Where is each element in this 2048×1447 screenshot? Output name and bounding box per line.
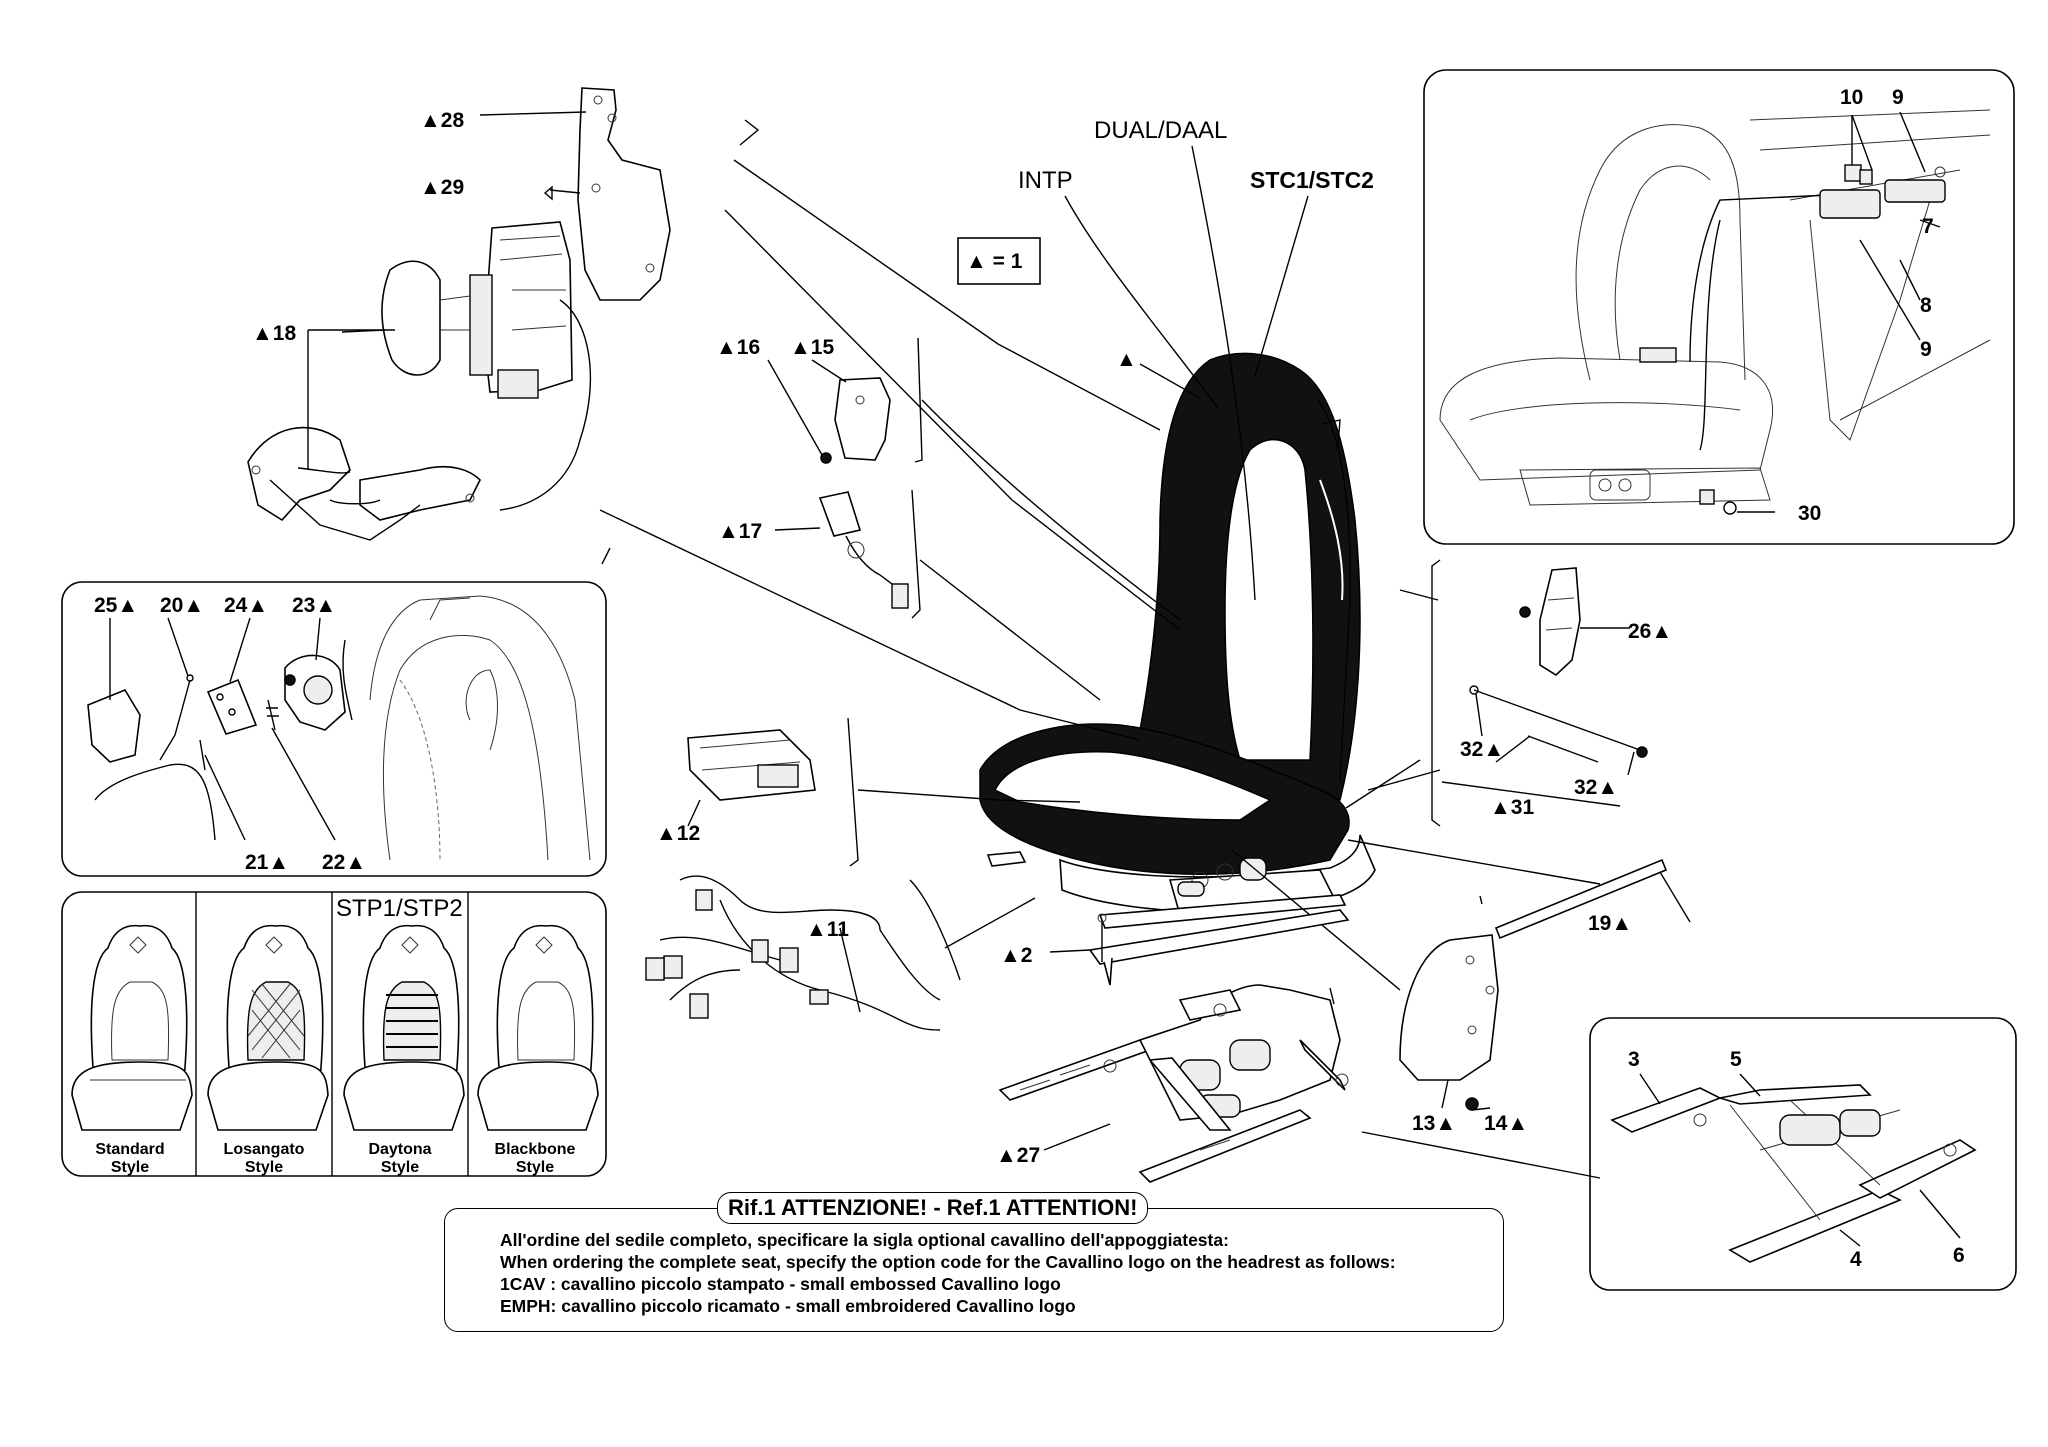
note-line-1: All'ordine del sedile completo, specific…: [500, 1230, 1229, 1250]
callout-4: 4: [1850, 1248, 1862, 1271]
callout-2: ▲2: [1000, 944, 1032, 967]
callout-12: ▲12: [656, 822, 700, 845]
callout-32b: 32▲: [1574, 776, 1618, 799]
callout-30: 30: [1798, 502, 1821, 525]
style-sub-4: Style: [516, 1159, 554, 1176]
callout-11: ▲11: [806, 918, 849, 941]
callout-3: 3: [1628, 1048, 1640, 1071]
callout-17: ▲17: [718, 520, 762, 543]
attention-note-box: [444, 1208, 1504, 1332]
callout-32a: 32▲: [1460, 738, 1504, 761]
callout-9b: 9: [1920, 338, 1932, 361]
stp-code-label: STP1/STP2: [336, 895, 463, 922]
style-sub-2: Style: [245, 1159, 283, 1176]
recliner-inset: 25▲ 20▲ 24▲ 23▲ 21▲ 22▲: [61, 581, 607, 877]
callout-29: ▲29: [420, 176, 464, 199]
callout-8: 8: [1920, 294, 1932, 317]
seatbelt-inset: 10 9 7 8 9 30: [1423, 69, 2015, 545]
callout-seat-tri: ▲: [1116, 348, 1137, 371]
callout-9a: 9: [1892, 86, 1904, 109]
rails-inset: 3 5 4 6: [1589, 1017, 2017, 1291]
callout-14: 14▲: [1484, 1112, 1528, 1135]
legend-key-box: ▲ = 1: [957, 237, 1041, 285]
callout-23: 23▲: [292, 594, 336, 617]
note-line-3: 1CAV : cavallino piccolo stampato - smal…: [500, 1274, 1061, 1294]
legend-key: ▲ = 1: [966, 250, 1023, 273]
callout-26: 26▲: [1628, 620, 1672, 643]
callout-10: 10: [1840, 86, 1863, 109]
style-blackbone: [477, 924, 599, 1131]
callout-22: 22▲: [322, 851, 366, 874]
style-losangato: [207, 924, 329, 1131]
stc-code-label: STC1/STC2: [1250, 167, 1374, 193]
callout-28: ▲28: [420, 109, 464, 132]
attention-note-lines: All'ordine del sedile completo, specific…: [500, 1229, 1396, 1317]
style-label-4: Blackbone: [495, 1141, 576, 1158]
style-daytona: [343, 924, 465, 1131]
callout-25: 25▲: [94, 594, 138, 617]
callout-19: 19▲: [1588, 912, 1632, 935]
callout-13: 13▲: [1412, 1112, 1456, 1135]
style-sub-1: Style: [111, 1159, 149, 1176]
style-label-1: Standard: [95, 1141, 164, 1158]
callout-18: ▲18: [252, 322, 296, 345]
dual-code-label: DUAL/DAAL: [1094, 117, 1227, 144]
note-line-2: When ordering the complete seat, specify…: [500, 1252, 1396, 1272]
shell-and-airbag-assembly: [247, 87, 671, 541]
callout-24: 24▲: [224, 594, 268, 617]
small-parts-cluster: [645, 359, 941, 1031]
intp-code-label: INTP: [1018, 167, 1073, 194]
callout-21: 21▲: [245, 851, 289, 874]
seat-frame-assembly: [998, 909, 1350, 1183]
main-seat: [979, 352, 1376, 929]
callout-15: ▲15: [790, 336, 834, 359]
styles-inset: STP1/STP2 Standard: [61, 891, 607, 1177]
style-label-3: Daytona: [368, 1141, 431, 1158]
callout-27: ▲27: [996, 1144, 1040, 1167]
style-sub-3: Style: [381, 1159, 419, 1176]
callout-7: 7: [1922, 215, 1934, 238]
style-label-2: Losangato: [224, 1141, 305, 1158]
callout-5: 5: [1730, 1048, 1742, 1071]
note-line-4: EMPH: cavallino piccolo ricamato - small…: [500, 1296, 1076, 1316]
style-standard: [71, 924, 193, 1131]
attention-note-title: Rif.1 ATTENZIONE! - Ref.1 ATTENTION!: [717, 1192, 1149, 1224]
callout-31: ▲31: [1490, 796, 1534, 819]
callout-6: 6: [1953, 1244, 1965, 1267]
callout-20: 20▲: [160, 594, 204, 617]
right-parts-cluster: [1399, 567, 1691, 1111]
callout-16: ▲16: [716, 336, 760, 359]
